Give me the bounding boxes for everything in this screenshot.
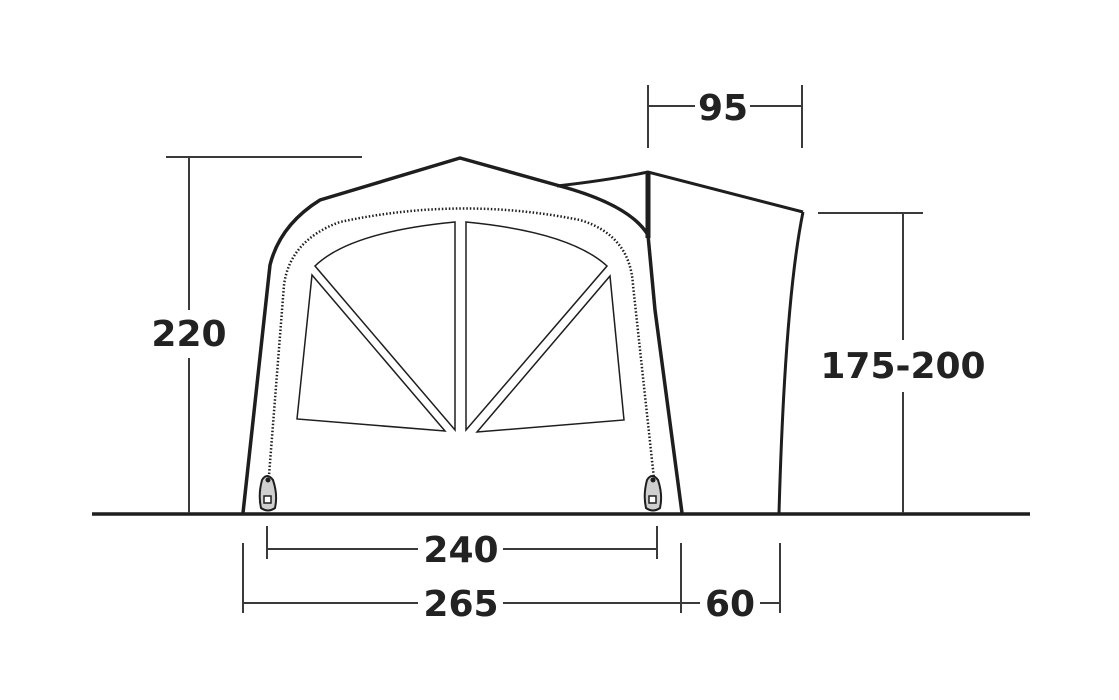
dim-outer-width bbox=[242, 543, 682, 613]
label-outer-width: 265 bbox=[423, 584, 498, 625]
label-annex-height: 175-200 bbox=[820, 346, 985, 387]
peg-tab-right bbox=[643, 475, 663, 512]
dim-annex-base-width bbox=[681, 543, 781, 613]
annex-roof bbox=[556, 170, 804, 214]
label-annex-base-width: 60 bbox=[705, 584, 755, 625]
label-overall-height: 220 bbox=[151, 314, 226, 355]
door-windows bbox=[296, 221, 625, 433]
dim-annex-height bbox=[818, 212, 923, 513]
door-zip-line bbox=[266, 207, 657, 489]
annex-front-wall bbox=[777, 211, 805, 514]
dim-overall-height bbox=[166, 156, 362, 513]
dim-inner-width bbox=[266, 526, 658, 559]
peg-tab-left bbox=[258, 475, 278, 512]
dim-annex-width-top bbox=[647, 85, 803, 148]
label-annex-width-top: 95 bbox=[698, 88, 748, 129]
label-inner-width: 240 bbox=[423, 530, 498, 571]
